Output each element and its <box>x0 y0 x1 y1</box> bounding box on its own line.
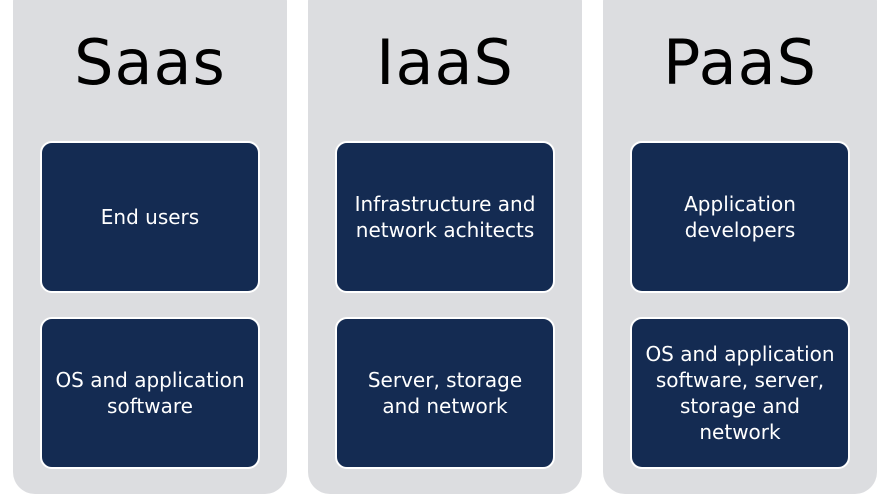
column-title-iaas: IaaS <box>376 26 514 99</box>
card-iaas-managed-label: Server, storage and network <box>367 368 523 418</box>
card-saas-users-label: End users <box>100 205 200 229</box>
column-saas: Saas End users OS and application softwa… <box>13 0 287 494</box>
card-paas-users: Application developers <box>630 141 850 293</box>
card-iaas-managed: Server, storage and network <box>335 317 555 469</box>
column-title-saas: Saas <box>74 26 226 99</box>
card-saas-managed-label: OS and application software <box>55 368 245 418</box>
card-paas-managed: OS and application software, server, sto… <box>630 317 850 469</box>
column-iaas: IaaS Infrastructure and network achitect… <box>308 0 582 494</box>
column-paas: PaaS Application developers OS and appli… <box>603 0 877 494</box>
card-iaas-users: Infrastructure and network achitects <box>335 141 555 293</box>
card-saas-users: End users <box>40 141 260 293</box>
card-iaas-users-label: Infrastructure and network achitects <box>354 192 536 242</box>
card-paas-users-label: Application developers <box>684 192 796 242</box>
column-title-paas: PaaS <box>663 26 817 99</box>
card-saas-managed: OS and application software <box>40 317 260 469</box>
card-paas-managed-label: OS and application software, server, sto… <box>645 342 835 444</box>
